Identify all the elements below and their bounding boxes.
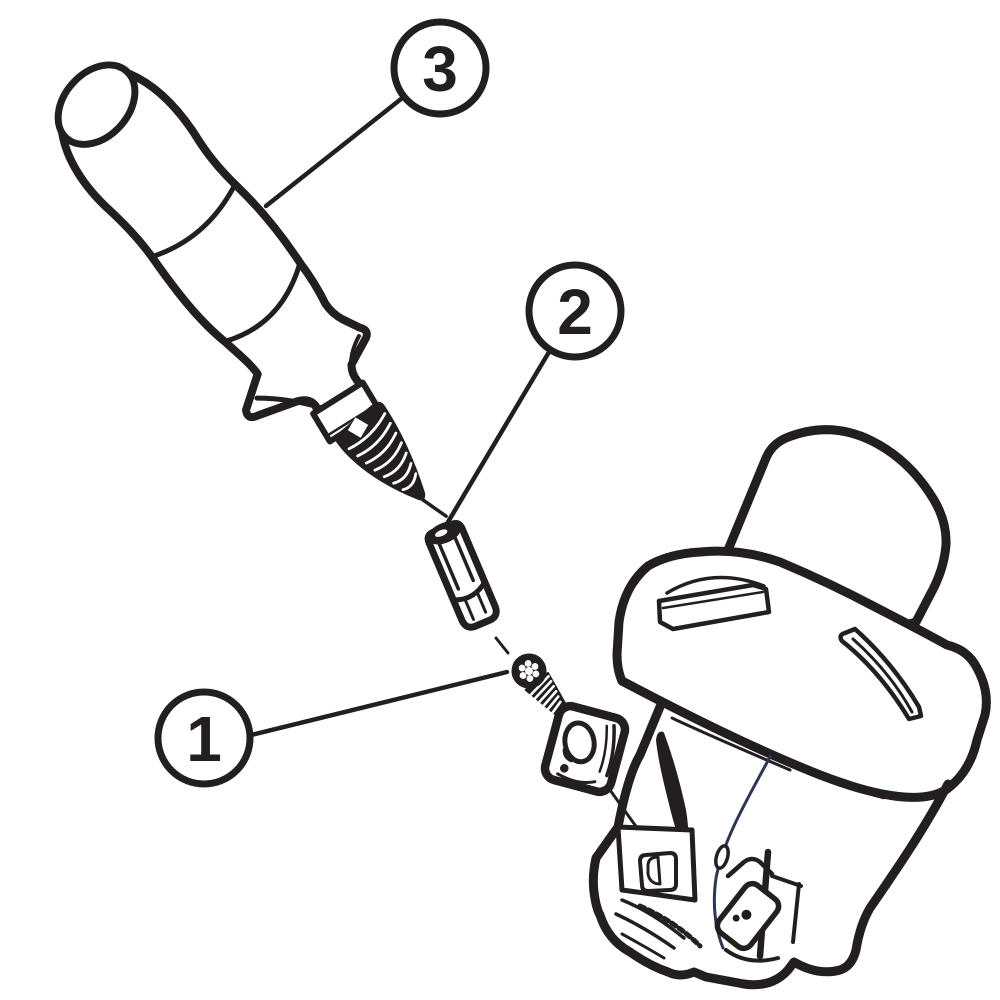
pocket-step-line-1 bbox=[770, 874, 803, 888]
insert-edge-facet-inner bbox=[598, 724, 608, 773]
mounted-insert bbox=[714, 880, 782, 952]
callout-1: 1 bbox=[154, 688, 254, 788]
head-serrations bbox=[614, 898, 703, 960]
mounted-insert-screw-dot bbox=[741, 909, 752, 920]
head-top-rim-arc bbox=[661, 702, 887, 800]
leader-line-2 bbox=[442, 349, 552, 530]
insert-screw bbox=[511, 653, 571, 719]
coolant-hole bbox=[714, 844, 730, 870]
under-insert-scallop bbox=[724, 948, 780, 963]
screw-thread-5 bbox=[546, 695, 560, 711]
callout-3-circle bbox=[390, 18, 490, 118]
driver-bit bbox=[424, 520, 500, 631]
bit-facet-right bbox=[451, 532, 475, 583]
axis-line-insert-to-pocket bbox=[608, 788, 642, 834]
serration-arc-3 bbox=[620, 932, 666, 960]
head-top-rim-arc-inner bbox=[670, 716, 792, 772]
serration-arc-2 bbox=[614, 912, 676, 950]
handle-skirt-swoosh-left bbox=[254, 395, 326, 411]
slot-right-body bbox=[838, 626, 924, 722]
chuck-rib-7 bbox=[401, 472, 418, 492]
serration-arc-1 bbox=[620, 898, 686, 940]
insert-bottom-facet bbox=[556, 772, 597, 785]
cutter-head-fill bbox=[593, 702, 948, 985]
chuck-notch bbox=[347, 417, 369, 438]
callout-2-number: 2 bbox=[557, 276, 593, 348]
axis-line-bit-to-screw bbox=[494, 636, 510, 655]
bit-tip-highlight bbox=[435, 529, 448, 537]
pocket-seat-notch bbox=[646, 855, 662, 886]
screw-thread-3 bbox=[537, 684, 555, 704]
mounted-insert-screw-dot-2 bbox=[732, 914, 740, 922]
indexable-milling-insert bbox=[540, 701, 630, 797]
insert-hole-countersink-arc bbox=[562, 748, 573, 763]
insert-edge-facet-outer bbox=[605, 723, 616, 778]
slot-left-top-arc bbox=[665, 575, 766, 595]
handle-end-cap bbox=[54, 61, 139, 148]
collar-slot-right bbox=[838, 626, 924, 722]
callout-2: 2 bbox=[525, 261, 625, 361]
leader-line-1 bbox=[248, 669, 510, 738]
chuck-rib-3 bbox=[364, 431, 398, 465]
torque-screwdriver-handle bbox=[54, 61, 448, 518]
slot-left-inner-line bbox=[661, 590, 765, 610]
bit-facet-left bbox=[437, 541, 461, 591]
handle-skirt-swoosh-right bbox=[349, 334, 361, 373]
slot-right-inner-curve bbox=[851, 637, 914, 714]
bit-separation-line bbox=[450, 579, 488, 603]
bit-shank-facet-right bbox=[476, 592, 488, 614]
callout-2-circle bbox=[525, 261, 625, 361]
leader-line-3 bbox=[263, 96, 404, 209]
callout-3: 3 bbox=[390, 18, 490, 118]
screw-thread-6 bbox=[551, 700, 562, 715]
screw-thread-1 bbox=[529, 674, 550, 696]
chuck-rib-1 bbox=[347, 412, 387, 451]
pocket-step-line-2 bbox=[791, 882, 801, 944]
chuck-rib-5 bbox=[382, 451, 408, 479]
milling-cutter-body bbox=[588, 425, 991, 990]
cutter-head-outline bbox=[588, 697, 953, 990]
handle-section-curve-upper bbox=[149, 181, 238, 260]
callout-1-number: 1 bbox=[186, 703, 222, 775]
callout-3-number: 3 bbox=[422, 33, 458, 105]
chuck-rib-4 bbox=[373, 441, 403, 472]
insert-center-hole bbox=[562, 720, 597, 765]
screw-torx-recess bbox=[518, 660, 540, 682]
chuck-rib-6 bbox=[392, 462, 413, 485]
collar-slot-left bbox=[656, 575, 772, 632]
callout-1-circle bbox=[154, 688, 254, 788]
screw-thread-4 bbox=[542, 689, 558, 708]
handle-chuck bbox=[333, 401, 448, 518]
insert-dot bbox=[559, 763, 569, 773]
bit-shank-facet-left bbox=[464, 599, 476, 621]
chuck-rib-2 bbox=[356, 421, 392, 458]
handle-section-curve-lower bbox=[222, 260, 303, 344]
screw-thread-2 bbox=[533, 679, 553, 700]
serrated-rim-arc bbox=[637, 903, 703, 949]
insert-pocket bbox=[615, 824, 698, 903]
chuck-shaft bbox=[418, 496, 448, 518]
clamp-step bbox=[725, 856, 775, 879]
